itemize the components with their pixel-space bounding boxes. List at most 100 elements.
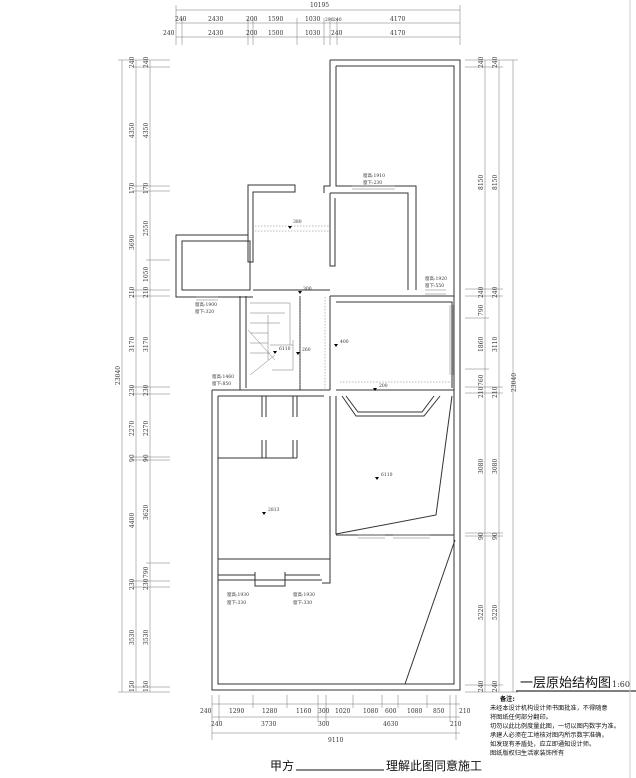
dim-text: 5220 (478, 605, 485, 620)
note-line: 将图纸任何部分翻印。 (490, 714, 552, 721)
dim-text: 200 (246, 30, 258, 37)
dim-text: 4350 (129, 123, 136, 138)
left-inner-dim-texts: 240 4350 170 2550 1050 210 3170 230 2270… (143, 56, 150, 692)
dim-text: 3730 (261, 721, 276, 728)
note-line: 图纸版权归生活家装饰所有 (490, 750, 565, 757)
dim-text: 240 (478, 286, 485, 298)
level-text: 200 (379, 383, 388, 389)
dim-text: 850 (433, 708, 445, 715)
dim-text: 3110 (492, 337, 499, 352)
level-text: 2813 (268, 507, 280, 513)
dim-text: 1860 (478, 337, 485, 352)
title-scale: 1:60 (612, 680, 630, 689)
level-text: 6110 (279, 346, 291, 352)
dim-text: 4170 (390, 30, 405, 37)
dim-text: 240 (175, 16, 187, 23)
dim-text: 90 (492, 532, 499, 540)
dim-text: 200 (246, 16, 258, 23)
note-line: 切勿以此比例度量此图，一切以图内数字为准。 (490, 723, 620, 730)
dim-text: 790 (478, 304, 485, 316)
level-marker-icon (262, 512, 266, 515)
dim-text: 290 (325, 17, 334, 23)
left-outer-dim-texts: 240 4350 170 3690 210 3170 230 2270 90 4… (129, 56, 136, 692)
dim-text: 240 (492, 680, 499, 692)
party-a-label: 甲方 (270, 758, 294, 773)
dim-text: 210 (143, 286, 150, 298)
left-total-dim: 23040 (115, 366, 122, 385)
window-height-label: 窗高:1900 (195, 301, 217, 308)
dim-text: 3690 (129, 235, 136, 250)
dim-text: 1080 (363, 708, 378, 715)
dim-text: 3620 (143, 505, 150, 520)
top-dimensions: 10195 240 2430 200 1590 1030 290 240 417… (163, 2, 461, 45)
level-text: 300 (303, 286, 312, 292)
level-markers: 380 300 6110 260 400 200 6110 2813 (262, 219, 393, 515)
dim-text: 5220 (492, 605, 499, 620)
dim-text: 1290 (229, 708, 244, 715)
dim-text: 3530 (129, 630, 136, 645)
right-outer-dim-texts: 240 8150 240 790 1860 760 210 3080 90 52… (478, 56, 485, 692)
note-line: 未经本设计机构设计师书面批准，不得随意 (490, 705, 608, 712)
window-sill-label: 窗下:320 (195, 308, 214, 315)
left-dimensions: 23040 (115, 59, 170, 693)
dim-text: 2430 (208, 30, 223, 37)
dim-text: 240 (492, 286, 499, 298)
dim-text: 2430 (208, 16, 223, 23)
dim-text: 1030 (305, 16, 320, 23)
dim-text: 230 (129, 384, 136, 396)
dim-text: 230 (129, 578, 136, 590)
level-marker-icon (273, 351, 277, 354)
window-height-label: 窗高:1920 (425, 275, 447, 282)
dim-text: 240 (478, 56, 485, 68)
dim-text: 300 (318, 721, 330, 728)
level-text: 380 (293, 219, 302, 225)
level-marker-icon (334, 344, 338, 347)
window-sill-label: 窗下:330 (227, 599, 246, 606)
dim-text: 1160 (296, 708, 311, 715)
dim-text: 150 (143, 680, 150, 692)
dim-text: 3170 (143, 337, 150, 352)
bottom-dimensions: 240 1290 1280 1160 300 1020 1080 600 108… (200, 695, 471, 744)
dim-text: 3170 (129, 337, 136, 352)
dim-text: 2270 (129, 421, 136, 436)
dim-text: 210 (459, 708, 471, 715)
window-height-label: 窗高:1460 (212, 373, 234, 380)
dim-text: 3530 (143, 630, 150, 645)
note-line: 如发现有矛盾处，应立即通知设计师。 (490, 741, 596, 748)
dim-text: 240 (129, 56, 136, 68)
dim-text: 240 (143, 56, 150, 68)
drawing-title: 一层原始结构图 1:60 (516, 676, 636, 692)
window-sill-label: 窗下:850 (212, 380, 231, 387)
title-text: 一层原始结构图 (520, 676, 611, 691)
dim-text: 1590 (268, 16, 283, 23)
dim-text: 240 (200, 708, 212, 715)
approval-text: 理解此图同意施工 (386, 758, 482, 773)
dim-text: 760 (478, 374, 485, 386)
dim-text: 4350 (143, 123, 150, 138)
dim-text: 1080 (407, 708, 422, 715)
level-marker-icon (288, 226, 292, 229)
dim-text: 1280 (262, 708, 277, 715)
dim-text: 230 (143, 578, 150, 590)
window-height-label: 窗高:1930 (227, 591, 249, 598)
dim-text: 210 (492, 386, 499, 398)
dim-text: 300 (318, 708, 330, 715)
notes-heading: 备注: (500, 696, 515, 703)
dim-text: 210 (478, 386, 485, 398)
right-dimensions: 23040 (465, 59, 518, 693)
walls (175, 59, 461, 691)
dim-text: 8150 (492, 175, 499, 190)
dim-text: 4630 (383, 721, 398, 728)
level-marker-icon (298, 291, 302, 294)
dim-text: 1500 (268, 30, 283, 37)
dim-text: 230 (143, 384, 150, 396)
dim-text: 4400 (129, 513, 136, 528)
dim-text: 3080 (478, 459, 485, 474)
note-line: 承建人必须在工地核对图内所示数字准确， (490, 732, 608, 739)
dim-text: 210 (450, 721, 462, 728)
dim-text: 3080 (492, 459, 499, 474)
dim-text: 240 (331, 30, 343, 37)
level-text: 260 (302, 347, 311, 353)
notes-block: 备注: 未经本设计机构设计师书面批准，不得随意 将图纸任何部分翻印。 切勿以此比… (490, 695, 636, 758)
